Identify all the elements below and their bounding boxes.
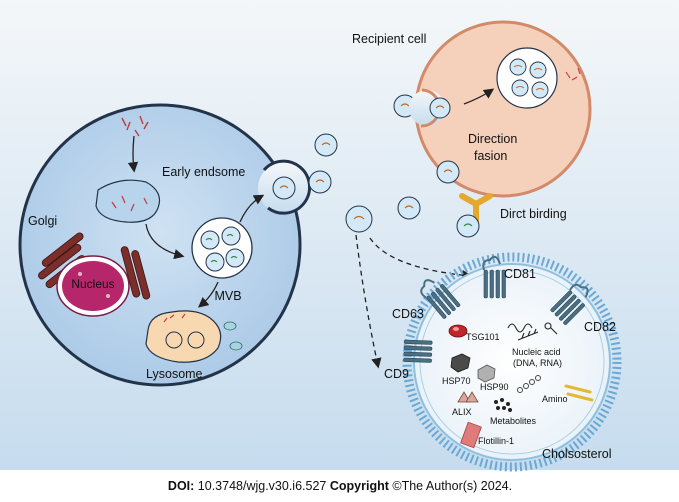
recipient-cell-label: Recipient cell — [352, 32, 426, 46]
cd63-label: CD63 — [392, 307, 424, 321]
cd82-label: CD82 — [584, 320, 616, 334]
nucleus-label: Nucleus — [71, 277, 114, 291]
golgi-label: Golgi — [28, 214, 57, 228]
cd81-tetraspanin — [482, 255, 506, 299]
cd9-label: CD9 — [384, 367, 409, 381]
amino-label: Amino — [542, 394, 568, 404]
lysosome-label: Lysosome — [146, 367, 203, 381]
tsg101-icon — [448, 324, 468, 338]
hsp70-icon — [450, 353, 471, 373]
entry-arrow — [127, 135, 139, 173]
copyright-value: ©The Author(s) 2024. — [392, 479, 512, 493]
dashed-arrow-cd9 — [355, 234, 382, 369]
metabolites-label: Metabolites — [490, 416, 537, 426]
nucleic-acid-label-1: Nucleic acid — [512, 347, 561, 357]
lysosome — [145, 310, 243, 363]
hsp90-label: HSP90 — [480, 382, 509, 392]
mvb-to-endosome-arrow — [239, 194, 265, 223]
metabolites-icon — [494, 398, 512, 412]
early-vesicle — [95, 179, 161, 223]
doi-value: 10.3748/wjg.v30.i6.527 — [198, 479, 327, 493]
early-endosome-label: Early endsome — [162, 165, 245, 179]
direct-binding-label: Dirct birding — [500, 207, 567, 221]
cd9-tetraspanin — [403, 339, 433, 363]
alix-icon — [457, 391, 479, 403]
doi-label: DOI: — [168, 479, 194, 493]
dashed-arrow-cd81 — [369, 237, 473, 281]
nucleic-acid-label-2: (DNA, RNA) — [513, 358, 562, 368]
hsp90-icon — [477, 364, 496, 383]
copyright-label: Copyright — [330, 479, 390, 493]
hsp70-label: HSP70 — [442, 376, 471, 386]
mvb-label: MVB — [214, 289, 241, 303]
cd82-tetraspanin — [550, 283, 589, 325]
flotillin-icon — [460, 421, 482, 449]
cd81-label: CD81 — [504, 267, 536, 281]
flotillin-label: Flotillin-1 — [478, 436, 514, 446]
vesicle-to-mvb-arrow — [145, 223, 185, 260]
cholesterol-label: Cholsosterol — [542, 447, 611, 461]
cargo-entry-icon — [121, 115, 149, 137]
footer-line: DOI: 10.3748/wjg.v30.i6.527 Copyright ©T… — [168, 479, 512, 493]
recipient-cell — [409, 20, 592, 198]
golgi-apparatus — [38, 232, 151, 300]
mvb — [191, 217, 253, 279]
tsg101-label: TSG101 — [466, 332, 500, 342]
cd63-tetraspanin — [420, 279, 461, 319]
early-endosome-vesicle — [272, 176, 296, 200]
mvb-to-lysosome-arrow — [198, 281, 219, 308]
direction-fusion-label-1: Direction — [468, 132, 517, 146]
cholesterol-molecules — [564, 384, 594, 402]
direction-fusion-label-2: fasion — [474, 149, 507, 163]
amino-icon — [517, 375, 541, 393]
footer-bar — [0, 472, 679, 497]
nucleus — [56, 255, 130, 317]
nucleic-acid-icon — [507, 322, 558, 341]
alix-label: ALIX — [452, 407, 472, 417]
released-exosomes — [308, 94, 421, 233]
direct-binding-ligand — [456, 193, 493, 238]
